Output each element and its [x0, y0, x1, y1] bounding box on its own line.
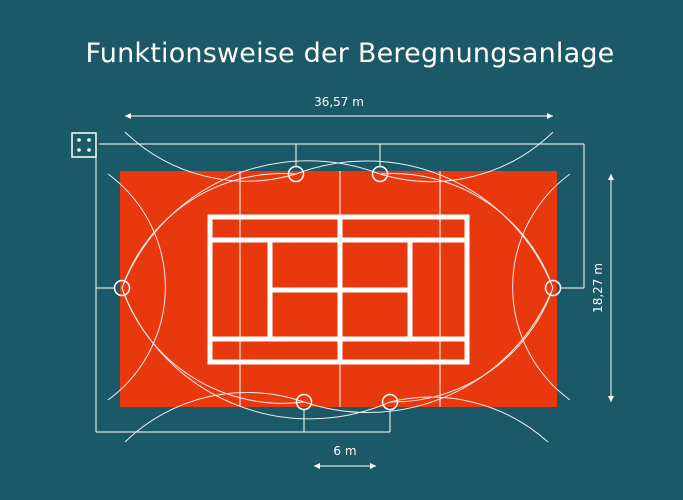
sprinkler-circle-icon [371, 165, 389, 183]
irrigation-piping [95, 143, 585, 433]
spacing-dimension [314, 463, 376, 469]
sprinkler-circle-icon [113, 279, 131, 297]
length-label: 36,57 m [314, 95, 364, 109]
width-label: 18,27 m [591, 263, 605, 313]
control-box-icon [71, 132, 97, 158]
sprinkler-circle-icon [381, 393, 399, 411]
page-title: Funktionsweise der Beregnungsanlage [85, 38, 615, 69]
sprinklers [113, 165, 562, 411]
sprinkler-circle-icon [544, 279, 562, 297]
length-dimension [125, 113, 553, 119]
sprinkler-coverage-arcs [107, 131, 571, 443]
sprinkler-circle-icon [295, 393, 313, 411]
width-dimension [608, 174, 614, 402]
spacing-label: 6 m [333, 444, 356, 458]
sprinkler-circle-icon [287, 165, 305, 183]
tennis-court-lines [207, 214, 470, 365]
